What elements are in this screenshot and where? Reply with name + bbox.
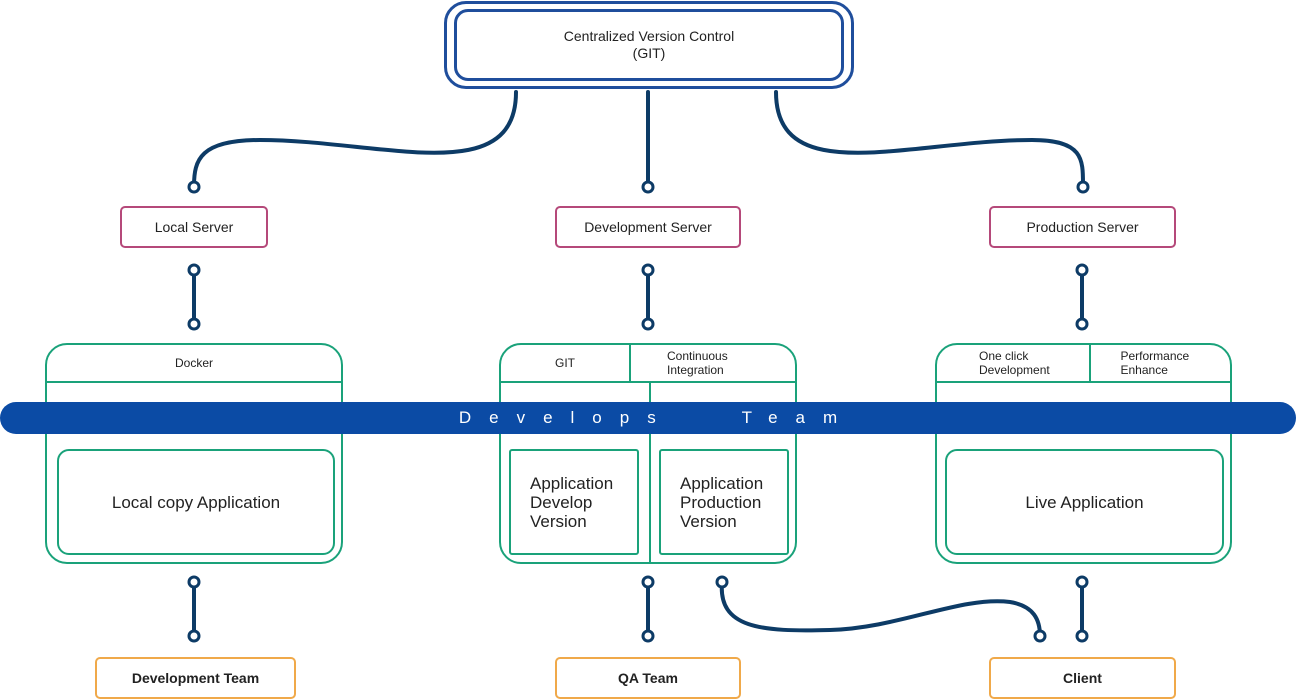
- local-server-box: Local Server: [120, 206, 268, 248]
- qa-team-label: QA Team: [618, 670, 678, 686]
- production-server-box: Production Server: [989, 206, 1176, 248]
- connector-node: [187, 317, 201, 331]
- development-environment-header: GIT Continuous Integration: [501, 345, 795, 383]
- development-team-box: Development Team: [95, 657, 296, 699]
- develops-team-label: Develops Team: [458, 408, 856, 427]
- local-copy-application-label: Local copy Application: [111, 492, 281, 512]
- version-control-box: Centralized Version Control (GIT): [454, 9, 844, 81]
- one-click-development-label: One click Development: [979, 349, 1050, 377]
- live-application-label: Live Application: [1025, 492, 1144, 512]
- development-environment-divider: [649, 383, 651, 562]
- connector-node: [641, 629, 655, 643]
- performance-enhance-label: Performance Enhance: [1088, 345, 1231, 381]
- application-develop-version-box: Application Develop Version: [509, 449, 639, 555]
- connector-node: [641, 317, 655, 331]
- connector-production-version-client: [719, 580, 1042, 638]
- connector-node: [187, 180, 201, 194]
- connector-node: [1075, 317, 1089, 331]
- client-box: Client: [989, 657, 1176, 699]
- development-environment: GIT Continuous Integration Application D…: [499, 343, 797, 564]
- production-server-label: Production Server: [1026, 219, 1139, 235]
- production-environment-header: One click Development Performance Enhanc…: [937, 345, 1230, 383]
- connector-node: [641, 575, 655, 589]
- local-server-label: Local Server: [154, 219, 234, 235]
- connector-vcs-production: [774, 90, 1086, 188]
- develops-team-band: Develops Team: [0, 402, 1296, 434]
- connector-node: [187, 575, 201, 589]
- connector-node: [641, 180, 655, 194]
- application-develop-version-label: Application Develop Version: [530, 473, 614, 531]
- application-production-version-box: Application Production Version: [659, 449, 789, 555]
- production-environment: One click Development Performance Enhanc…: [935, 343, 1232, 564]
- development-team-label: Development Team: [131, 670, 260, 686]
- client-label: Client: [1063, 670, 1102, 686]
- connector-vcs-local: [192, 90, 518, 188]
- connector-node: [187, 629, 201, 643]
- connector-node: [1075, 575, 1089, 589]
- local-environment: Docker Local copy Application: [45, 343, 343, 564]
- connector-node: [1075, 263, 1089, 277]
- version-control-subtitle: (GIT): [632, 45, 666, 61]
- connector-node: [1075, 629, 1089, 643]
- development-server-box: Development Server: [555, 206, 741, 248]
- version-control-title: Centralized Version Control: [563, 28, 735, 44]
- connector-node: [1076, 180, 1090, 194]
- application-production-version-label: Application Production Version: [680, 473, 764, 531]
- git-label: GIT: [555, 356, 575, 370]
- docker-label: Docker: [174, 356, 213, 370]
- connector-node: [187, 263, 201, 277]
- local-environment-header: Docker: [47, 345, 341, 383]
- development-server-label: Development Server: [584, 219, 712, 235]
- connector-node: [641, 263, 655, 277]
- live-application-box: Live Application: [945, 449, 1224, 555]
- connector-node: [715, 575, 729, 589]
- continuous-integration-label: Continuous Integration: [629, 345, 795, 381]
- connector-node: [1033, 629, 1047, 643]
- local-copy-application-box: Local copy Application: [57, 449, 335, 555]
- qa-team-box: QA Team: [555, 657, 741, 699]
